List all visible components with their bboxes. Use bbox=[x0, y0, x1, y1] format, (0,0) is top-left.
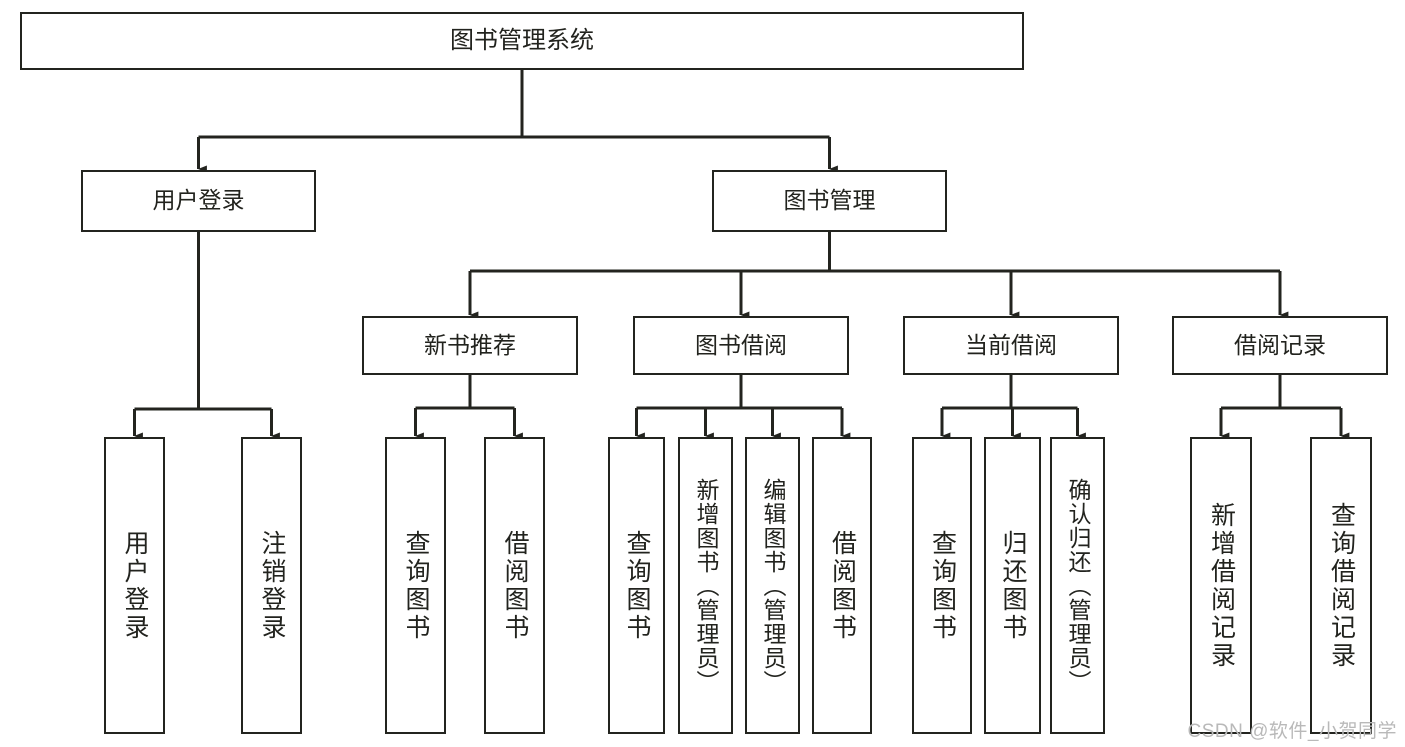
node-label: 借阅图书 bbox=[501, 529, 529, 642]
node-current[interactable]: 当前借阅 bbox=[903, 316, 1119, 375]
node-leaf-4[interactable]: 借阅图书 bbox=[484, 437, 545, 734]
node-label: 注销登录 bbox=[258, 529, 286, 642]
node-leaf-2[interactable]: 注销登录 bbox=[241, 437, 302, 734]
watermark: CSDN @软件_小贺同学 bbox=[1187, 721, 1397, 742]
node-label: 用户登录 bbox=[152, 187, 245, 214]
node-bookmgmt[interactable]: 图书管理 bbox=[712, 170, 947, 232]
node-leaf-8[interactable]: 借阅图书 bbox=[812, 437, 872, 734]
node-label: 确认归还（管理员） bbox=[1065, 477, 1091, 694]
node-leaf-6[interactable]: 新增图书（管理员） bbox=[678, 437, 733, 734]
node-label: 查询借阅记录 bbox=[1327, 501, 1356, 670]
node-label: 当前借阅 bbox=[965, 331, 1057, 358]
node-leaf-1[interactable]: 用户登录 bbox=[104, 437, 165, 734]
node-label: 新增借阅记录 bbox=[1207, 501, 1236, 670]
node-label: 借阅记录 bbox=[1234, 331, 1326, 358]
node-label: 编辑图书（管理员） bbox=[760, 477, 786, 694]
node-label: 用户登录 bbox=[121, 529, 149, 642]
node-leaf-5[interactable]: 查询图书 bbox=[608, 437, 665, 734]
node-label: 新增图书（管理员） bbox=[693, 477, 719, 694]
node-label: 借阅图书 bbox=[828, 529, 857, 642]
node-root[interactable]: 图书管理系统 bbox=[20, 12, 1024, 70]
node-leaf-3[interactable]: 查询图书 bbox=[385, 437, 446, 734]
node-label: 图书借阅 bbox=[695, 331, 787, 358]
node-label: 图书管理 bbox=[783, 187, 876, 214]
node-leaf-12[interactable]: 新增借阅记录 bbox=[1190, 437, 1252, 734]
node-borrow[interactable]: 图书借阅 bbox=[633, 316, 849, 375]
node-leaf-13[interactable]: 查询借阅记录 bbox=[1310, 437, 1372, 734]
node-label: 图书管理系统 bbox=[450, 26, 594, 54]
node-leaf-10[interactable]: 归还图书 bbox=[984, 437, 1041, 734]
node-label: 新书推荐 bbox=[424, 331, 516, 358]
node-leaf-9[interactable]: 查询图书 bbox=[912, 437, 972, 734]
node-leaf-11[interactable]: 确认归还（管理员） bbox=[1050, 437, 1105, 734]
node-login[interactable]: 用户登录 bbox=[81, 170, 316, 232]
node-records[interactable]: 借阅记录 bbox=[1172, 316, 1388, 375]
node-leaf-7[interactable]: 编辑图书（管理员） bbox=[745, 437, 800, 734]
node-label: 查询图书 bbox=[623, 529, 651, 642]
node-label: 归还图书 bbox=[999, 529, 1027, 642]
node-label: 查询图书 bbox=[402, 529, 430, 642]
node-label: 查询图书 bbox=[928, 529, 957, 642]
node-newbook[interactable]: 新书推荐 bbox=[362, 316, 578, 375]
